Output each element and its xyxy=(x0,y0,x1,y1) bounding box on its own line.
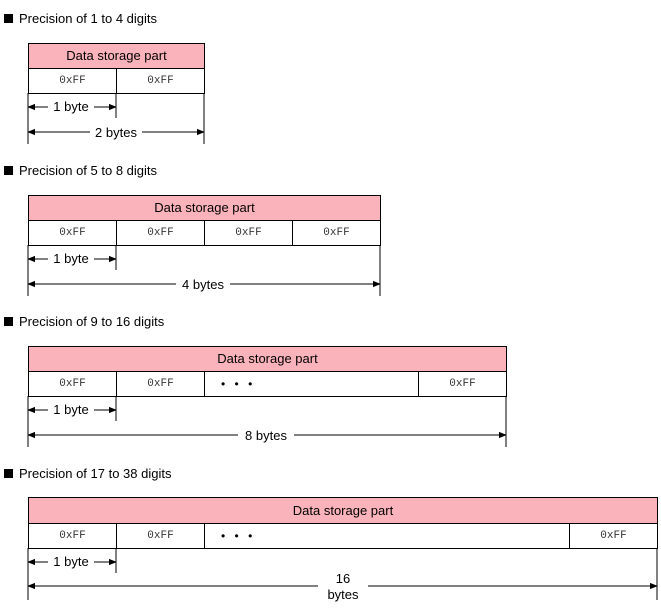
total-size-number: 16 xyxy=(335,571,351,586)
unit-size-label: 1 byte xyxy=(48,251,94,266)
byte-cell: 0xFF xyxy=(204,220,293,246)
byte-cell: 0xFF xyxy=(418,371,507,397)
total-size-unit: bytes xyxy=(327,587,359,602)
section-4-heading: Precision of 17 to 38 digits xyxy=(4,466,171,482)
byte-cell: 0xFF xyxy=(28,371,117,397)
data-storage-header: Data storage part xyxy=(28,497,658,524)
byte-cell: 0xFF xyxy=(116,68,205,94)
square-bullet-icon xyxy=(4,166,13,175)
byte-cell: 0xFF xyxy=(28,523,117,549)
byte-cell: 0xFF xyxy=(116,523,205,549)
byte-cell: 0xFF xyxy=(292,220,381,246)
section-1-heading: Precision of 1 to 4 digits xyxy=(4,11,157,27)
data-storage-header: Data storage part xyxy=(28,43,205,69)
byte-cell: 0xFF xyxy=(116,371,205,397)
unit-size-label: 1 byte xyxy=(48,554,94,569)
data-storage-header: Data storage part xyxy=(28,195,381,221)
section-3-heading: Precision of 9 to 16 digits xyxy=(4,314,164,330)
byte-cell: 0xFF xyxy=(28,220,117,246)
ellipsis-cell: • • • xyxy=(204,523,570,549)
total-size-label: 2 bytes xyxy=(90,125,142,140)
byte-cell: 0xFF xyxy=(28,68,117,94)
square-bullet-icon xyxy=(4,317,13,326)
byte-cell: 0xFF xyxy=(569,523,658,549)
total-size-label: 8 bytes xyxy=(238,428,294,443)
data-storage-header: Data storage part xyxy=(28,346,507,372)
square-bullet-icon xyxy=(4,14,13,23)
unit-size-label: 1 byte xyxy=(48,402,94,417)
ellipsis-cell: • • • xyxy=(204,371,419,397)
section-2-heading: Precision of 5 to 8 digits xyxy=(4,163,157,179)
unit-size-label: 1 byte xyxy=(48,99,94,114)
square-bullet-icon xyxy=(4,469,13,478)
total-size-label: 16 bytes xyxy=(318,571,368,603)
total-size-label: 4 bytes xyxy=(176,277,230,292)
byte-cell: 0xFF xyxy=(116,220,205,246)
